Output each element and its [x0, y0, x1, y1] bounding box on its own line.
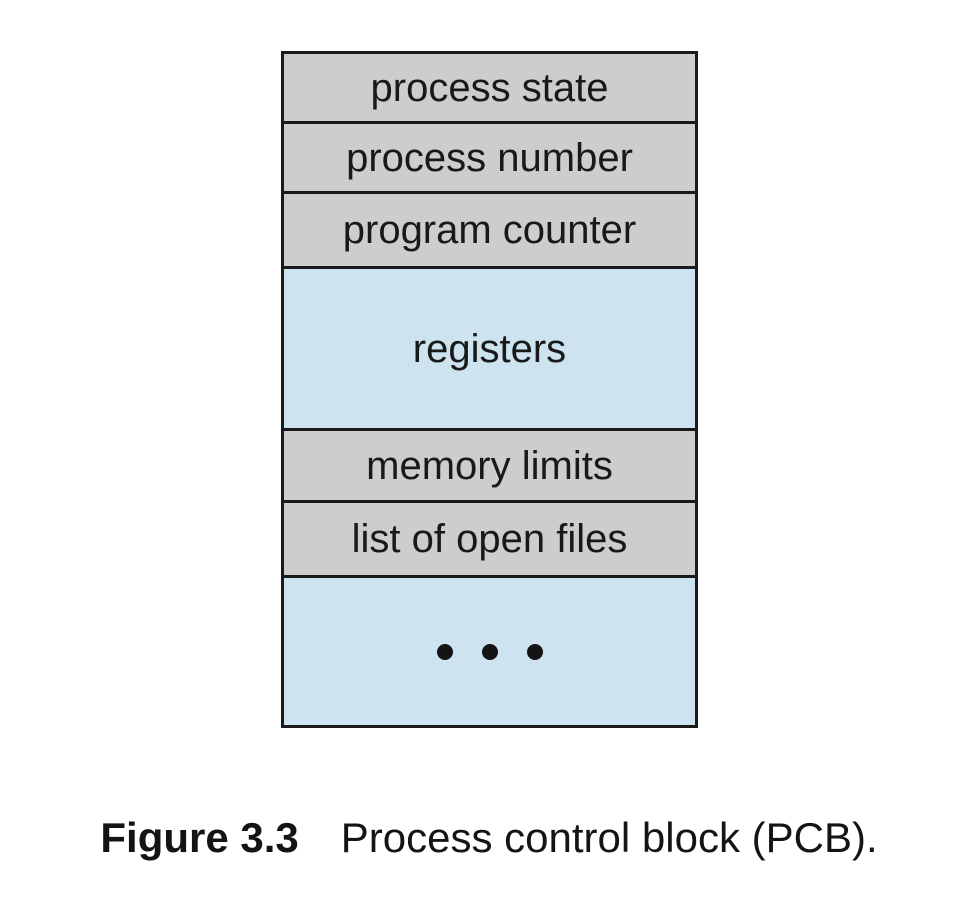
pcb-row-label: program counter	[342, 208, 637, 252]
pcb-row-label: process state	[370, 65, 609, 110]
pcb-row-process-number: process number	[284, 121, 695, 191]
ellipsis-dots-icon	[436, 643, 543, 660]
dot-icon	[526, 643, 543, 660]
pcb-row-open-files: list of open files	[284, 500, 695, 575]
pcb-row-process-state: process state	[284, 54, 695, 121]
pcb-row-memory-limits: memory limits	[284, 428, 695, 500]
pcb-row-ellipsis	[284, 575, 695, 725]
pcb-row-label: memory limits	[366, 443, 613, 488]
pcb-row-label: list of open files	[351, 517, 628, 561]
dot-icon	[436, 643, 453, 660]
figure-number-label: Figure 3.3	[100, 814, 299, 861]
pcb-row-label: process number	[346, 135, 633, 180]
figure-caption-text: Process control block (PCB).	[340, 814, 878, 861]
pcb-row-registers: registers	[284, 266, 695, 428]
dot-icon	[481, 643, 498, 660]
figure-caption: Figure 3.3 Process control block (PCB).	[0, 812, 978, 865]
pcb-diagram: process state process number program cou…	[281, 51, 698, 728]
pcb-row-label: registers	[412, 326, 567, 371]
pcb-row-program-counter: program counter	[284, 191, 695, 266]
